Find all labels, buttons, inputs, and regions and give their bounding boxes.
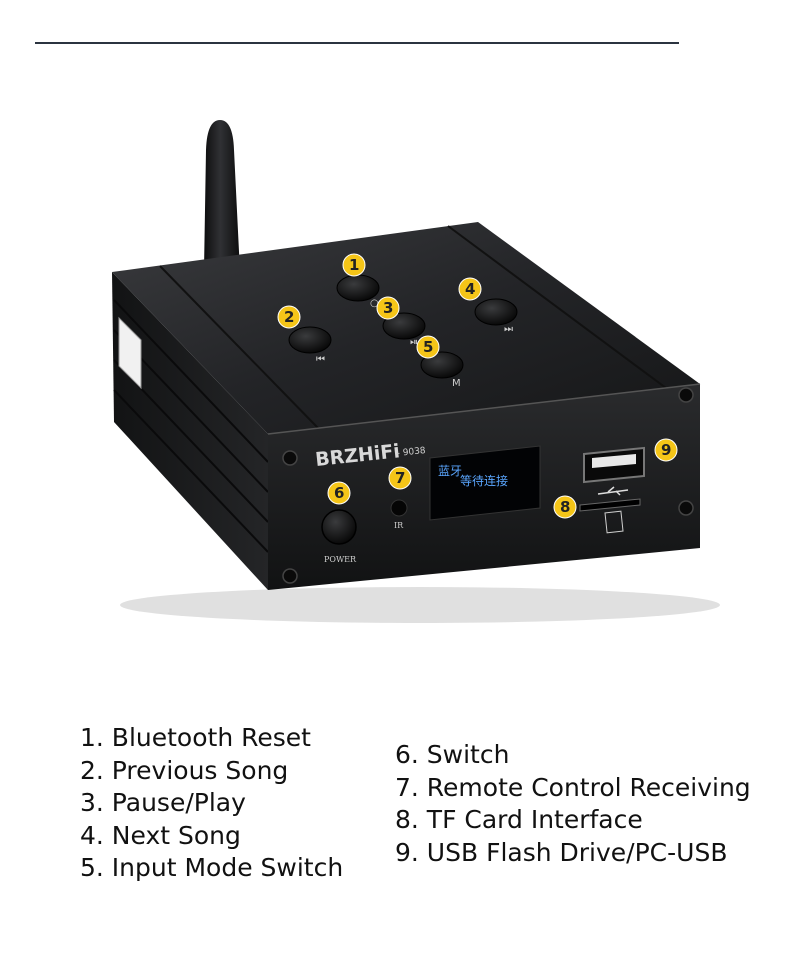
svg-text:3: 3 — [383, 299, 393, 317]
marker-5 — [416, 335, 440, 359]
marker-6 — [327, 481, 351, 505]
svg-text:2: 2 — [284, 308, 294, 326]
svg-text:6: 6 — [334, 484, 344, 502]
legend-item: 9. USB Flash Drive/PC-USB — [395, 837, 728, 867]
legend-item: 6. Switch — [395, 740, 510, 769]
screw-icon — [678, 387, 694, 403]
svg-text:5: 5 — [423, 338, 433, 356]
svg-text:1: 1 — [349, 256, 359, 274]
oled-display — [429, 445, 541, 521]
ir-label: IR — [394, 521, 404, 530]
legend-item: 3. Pause/Play — [80, 788, 246, 817]
previous-song-glyph: ⏮ — [316, 354, 325, 365]
power-button[interactable] — [321, 509, 357, 545]
marker-3 — [376, 296, 400, 320]
power-label: POWER — [324, 555, 357, 564]
usb-port-tongue — [592, 454, 636, 468]
next-song-glyph: ⏭ — [504, 324, 513, 335]
previous-song-button[interactable] — [288, 326, 332, 354]
legend-item: 8. TF Card Interface — [395, 805, 643, 834]
svg-text:4: 4 — [465, 280, 475, 298]
pause-play-button[interactable] — [382, 312, 426, 340]
button-glyphs: ⏮ ○ ⏯ ⏭ M — [316, 298, 513, 389]
pause-play-glyph: ⏯ — [410, 337, 418, 348]
tf-card-slot[interactable] — [579, 498, 641, 512]
svg-text:8: 8 — [560, 498, 570, 516]
usb-icon — [597, 486, 629, 496]
model-label: - 9038 — [396, 446, 426, 459]
legend-item: 4. Next Song — [80, 820, 241, 850]
top-divider — [35, 42, 679, 44]
microsd-icon — [604, 510, 624, 534]
front-edge — [267, 383, 701, 435]
antenna — [204, 120, 240, 272]
floor-shadow — [120, 587, 720, 623]
screw-icon — [282, 450, 298, 466]
screw-icon — [282, 568, 298, 584]
ir-receiver — [390, 499, 408, 517]
product-photo: BRZHiFi - 9038 POWER IR 蓝牙 等待连接 ⏮ ○ ⏯ ⏭ … — [112, 120, 720, 623]
legend-item: 5. Input Mode Switch — [80, 853, 344, 882]
screen-line-1: 蓝牙 — [438, 464, 462, 478]
legend-right: 6. Switch 7. Remote Control Receiving 8.… — [395, 739, 751, 869]
top-grooves — [159, 225, 667, 429]
legend-item: 7. Remote Control Receiving — [395, 772, 751, 802]
svg-text:7: 7 — [395, 469, 405, 487]
next-song-button[interactable] — [474, 298, 518, 326]
screen-line-2: 等待连接 — [460, 473, 508, 488]
legend-item: 1. Bluetooth Reset — [80, 723, 311, 752]
legend-item: 2. Previous Song — [80, 755, 289, 785]
marker-2 — [277, 305, 301, 329]
svg-text:9: 9 — [661, 441, 671, 459]
marker-7 — [388, 466, 412, 490]
side-sticker — [118, 316, 142, 390]
marker-1 — [342, 253, 366, 277]
reset-glyph: ○ — [370, 298, 379, 309]
input-mode-glyph: M — [452, 378, 461, 389]
legend-left: 1. Bluetooth Reset 2. Previous Song 3. P… — [80, 722, 343, 885]
marker-4 — [458, 277, 482, 301]
marker-8 — [553, 495, 577, 519]
callout-markers: 1 2 3 4 5 6 7 8 9 — [277, 253, 678, 519]
input-mode-button[interactable] — [420, 351, 464, 379]
marker-9 — [654, 438, 678, 462]
screw-icon — [678, 500, 694, 516]
